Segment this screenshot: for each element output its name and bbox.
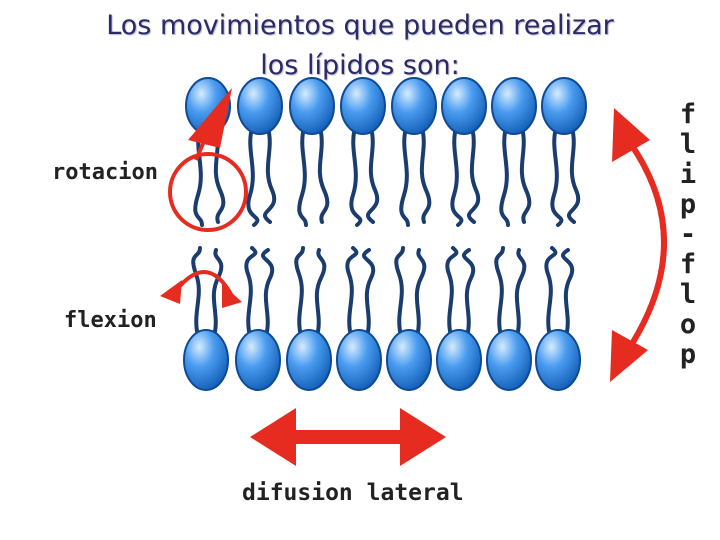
title-line-2: los lípidos son: — [0, 46, 720, 86]
flip-flop-arc — [628, 140, 664, 350]
flip-flop-letter: i — [672, 160, 704, 190]
lipid-tail — [501, 128, 508, 225]
lipid-tail — [546, 248, 555, 336]
lipid-tail — [299, 128, 306, 225]
flip-flop-letter: f — [672, 250, 704, 280]
lipid-tail — [496, 248, 503, 336]
diffusion-arrowhead-left — [250, 408, 296, 466]
lipid-tail — [248, 128, 257, 225]
flip-flop-letter: o — [672, 310, 704, 340]
lipid-tail — [347, 248, 356, 336]
lipid-tail — [452, 128, 461, 225]
lipid-head — [184, 330, 228, 390]
flip-flop-arrowhead-bottom — [610, 330, 648, 382]
flip-flop-letter: p — [672, 190, 704, 220]
lipid-tail — [246, 248, 255, 336]
lipid-tail — [368, 128, 377, 222]
lipid-head — [341, 78, 385, 134]
flip-flop-letter: f — [672, 100, 704, 130]
flip-flop-letter: p — [672, 340, 704, 370]
lipid-head — [542, 78, 586, 134]
lipid-tail — [364, 250, 373, 336]
flip-flop-letter: l — [672, 130, 704, 160]
lipid-tail — [447, 248, 456, 336]
lipid-tail — [401, 128, 408, 225]
lipid-tail — [517, 250, 524, 336]
lipid-head — [442, 78, 486, 134]
lipid-tail — [351, 128, 360, 225]
lipid-tail — [422, 128, 429, 222]
flexion-arrowhead-right — [222, 284, 242, 308]
lipid-tail — [296, 248, 303, 336]
lipid-head — [290, 78, 334, 134]
lipid-tail — [522, 128, 529, 222]
lipid-head — [236, 330, 280, 390]
movement-arrows — [160, 88, 664, 466]
flip-flop-letter: - — [672, 220, 704, 250]
lipid-head — [492, 78, 536, 134]
rotation-label: rotacion — [52, 160, 158, 185]
lipid-tail — [469, 128, 478, 222]
lipid-molecules — [184, 78, 586, 390]
flexion-label: flexion — [64, 308, 157, 333]
lipid-tail — [417, 250, 424, 336]
lipid-tail — [569, 128, 578, 222]
diffusion-arrow-shaft — [292, 430, 404, 444]
lipid-tail — [265, 128, 274, 222]
lipid-head — [287, 330, 331, 390]
lipid-tail — [317, 250, 324, 336]
rotation-circle — [170, 154, 246, 230]
lipid-tail — [563, 250, 572, 336]
flip-flop-letter: l — [672, 280, 704, 310]
lipid-head — [392, 78, 436, 134]
lipid-head — [238, 78, 282, 134]
flexion-arrowhead-left — [160, 280, 182, 304]
lipid-tail — [552, 128, 561, 225]
diagram-title: Los movimientos que pueden realizar los … — [0, 6, 720, 86]
lipid-head — [387, 330, 431, 390]
lipid-head — [536, 330, 580, 390]
lipid-tail — [193, 248, 200, 336]
lipid-tail — [320, 128, 327, 222]
lipid-tail — [464, 250, 473, 336]
title-line-1: Los movimientos que pueden realizar — [0, 6, 720, 46]
flip-flop-arrowhead-top — [612, 108, 650, 162]
lipid-head — [487, 330, 531, 390]
lipid-tail — [396, 248, 403, 336]
lipid-tail — [214, 250, 221, 336]
lipid-head — [437, 330, 481, 390]
lateral-diffusion-label: difusion lateral — [242, 480, 464, 506]
lipid-tail — [263, 250, 272, 336]
lipid-head — [337, 330, 381, 390]
diffusion-arrowhead-right — [400, 408, 446, 466]
